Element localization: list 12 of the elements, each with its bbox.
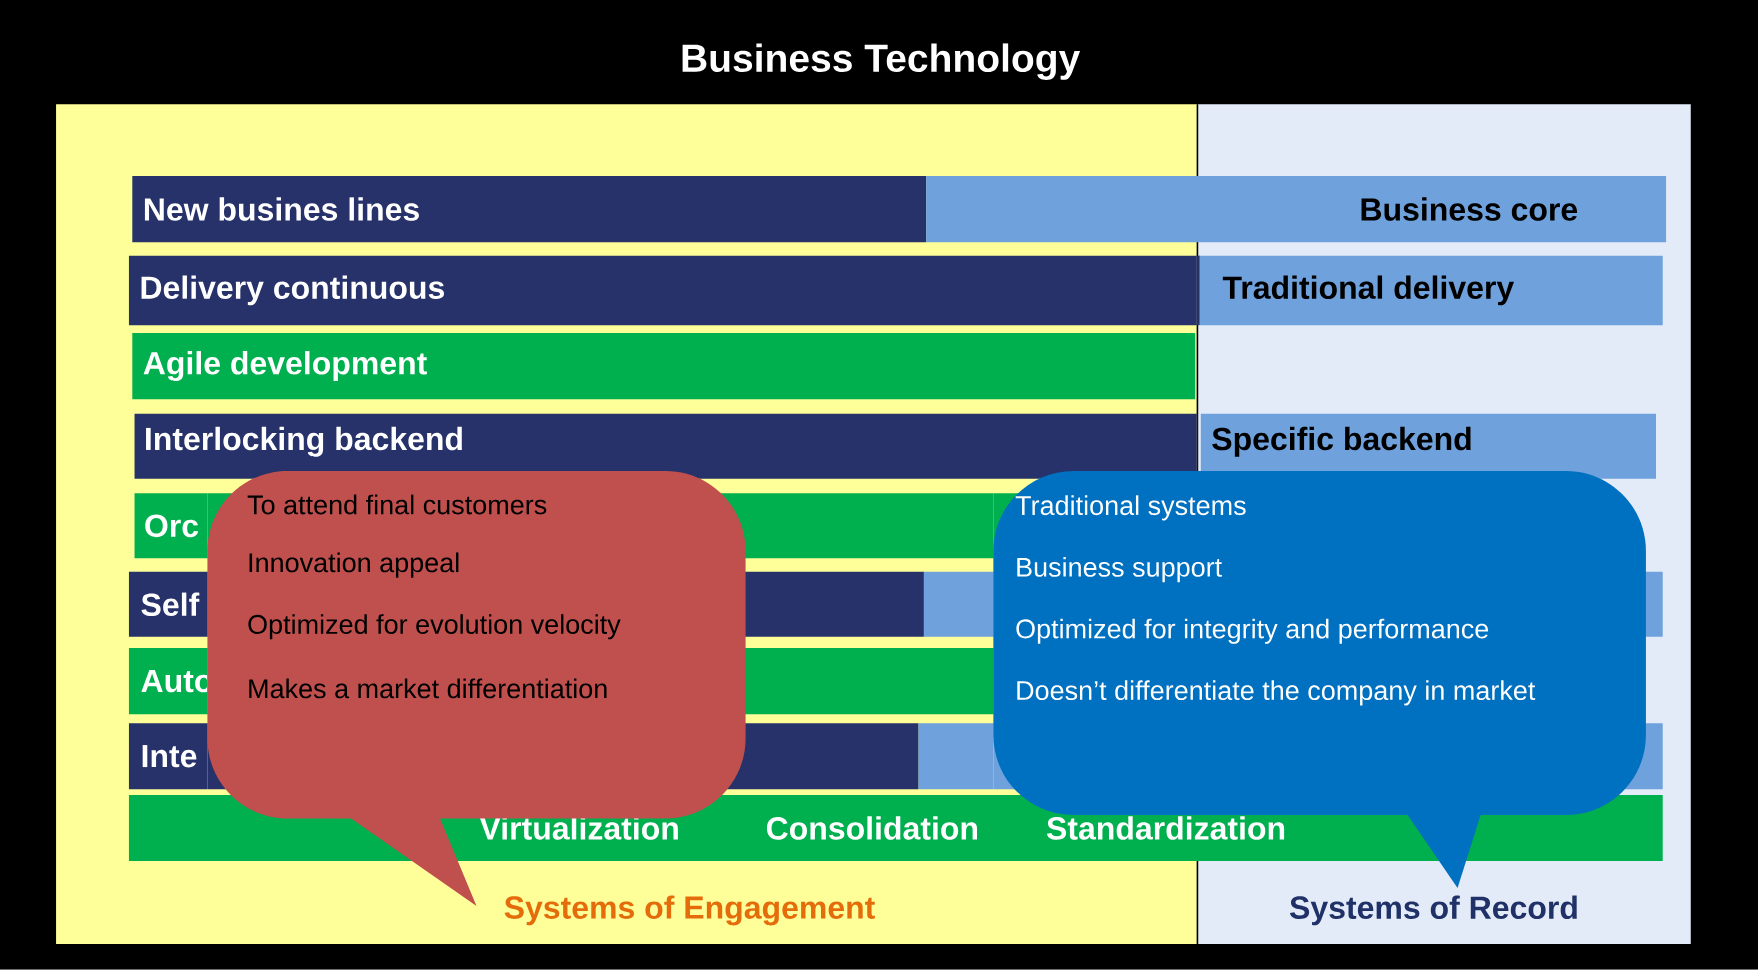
bar: Delivery continuous: [128, 255, 1197, 326]
bar: Agile development: [132, 333, 1196, 400]
title: Business Technology: [682, 43, 1081, 80]
bar: New busines lines: [132, 176, 927, 243]
bar: Traditional delivery: [1199, 255, 1663, 326]
bar: Self: [128, 571, 208, 637]
bar: [918, 723, 994, 790]
bar: [923, 571, 994, 637]
bar: Orc: [134, 493, 208, 559]
bar: Interlocking backend: [134, 413, 1197, 479]
bar: Inte: [128, 723, 208, 790]
bar: Business core: [926, 176, 1667, 243]
